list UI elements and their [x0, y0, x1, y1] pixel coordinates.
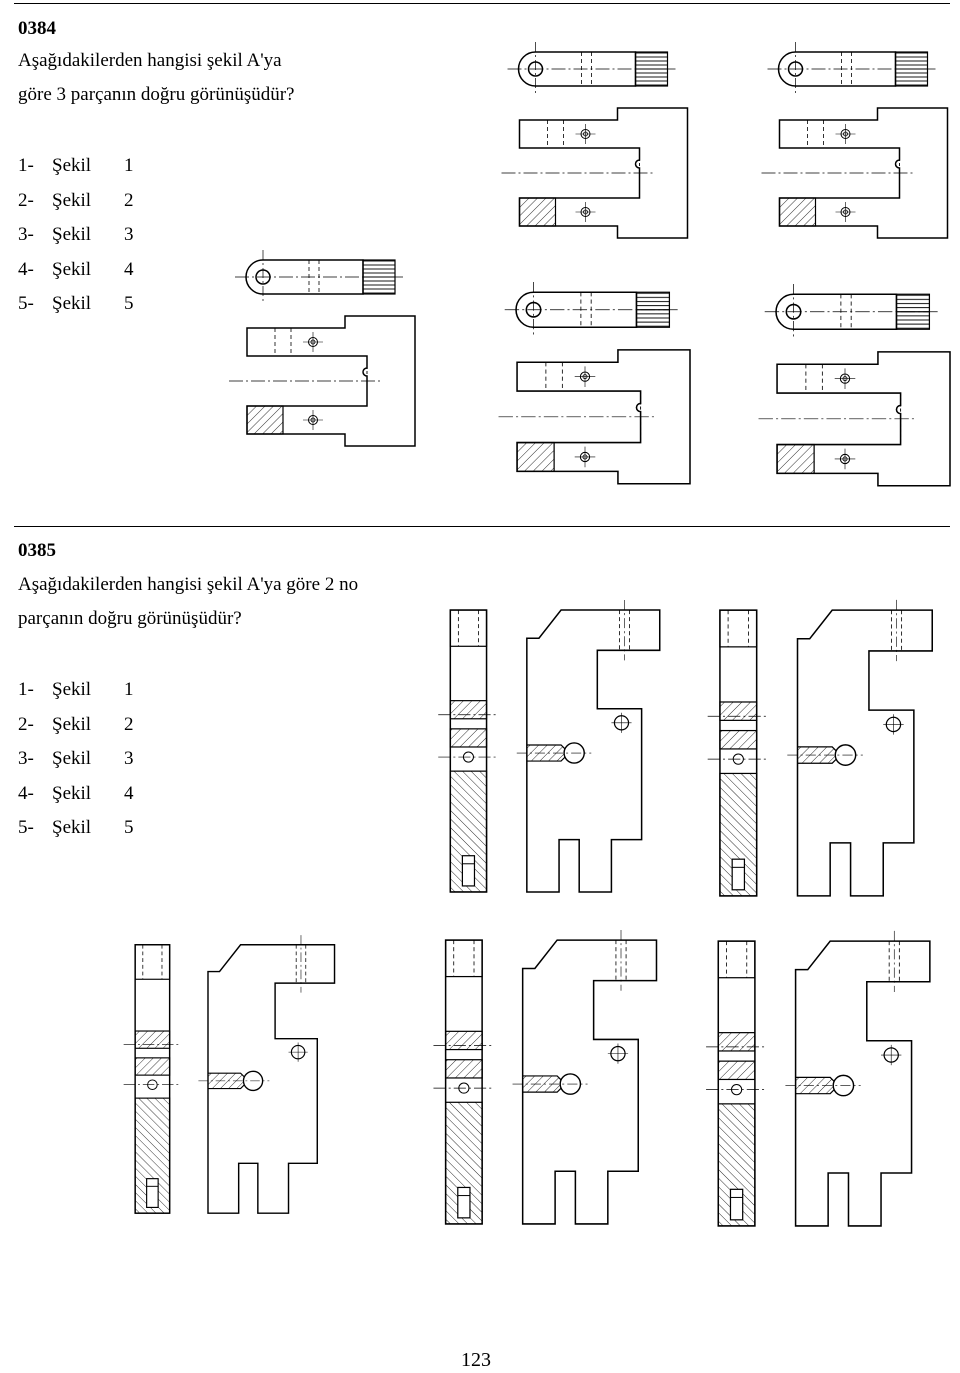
option-number: 3-: [18, 748, 34, 769]
answer-option[interactable]: 5- Şekil 5: [18, 811, 134, 846]
option-value: 5: [124, 817, 134, 838]
answer-option[interactable]: 1- Şekil 1: [18, 149, 134, 184]
page-number: 123: [461, 1349, 491, 1371]
option-number: 1-: [18, 679, 34, 700]
question-number: 0384: [18, 18, 56, 39]
answer-option[interactable]: 2- Şekil 2: [18, 708, 134, 743]
answer-option[interactable]: 2- Şekil 2: [18, 184, 134, 219]
figure-option: [706, 599, 934, 897]
option-word: Şekil: [52, 817, 92, 838]
option-number: 3-: [18, 224, 34, 245]
option-value: 3: [124, 748, 134, 769]
answer-options: 1- Şekil 1 2- Şekil 2 3- Şekil 3 4- Şekil 4 5- Şe…: [18, 673, 134, 846]
figure-option: [497, 281, 691, 485]
option-word: Şekil: [52, 189, 92, 211]
option-value: 3: [124, 224, 134, 245]
question-text-line: Aşağıdakilerden hangisi şekil A'ya göre …: [18, 574, 359, 595]
question-text: Aşağıdakilerden hangisi şekil A'ya göre …: [18, 44, 358, 112]
answer-options: 1- Şekil 1 2- Şekil 2 3- Şekil 3 4- Şekil 4 5- Şe…: [18, 149, 134, 322]
option-value: 2: [124, 713, 134, 735]
figure-option: [500, 41, 689, 239]
option-value: 1: [124, 679, 134, 700]
figure-option: [432, 929, 658, 1225]
option-value: 5: [124, 293, 134, 314]
question-number: 0385: [18, 540, 56, 561]
answer-option[interactable]: 4- Şekil 4: [18, 777, 134, 812]
question-text: Aşağıdakilerden hangisi şekil A'ya göre …: [18, 568, 438, 636]
option-value: 1: [124, 155, 134, 176]
option-number: 2-: [18, 189, 34, 211]
figure-reference: [228, 249, 416, 447]
question-text-line: parçanın doğru görünüşüdür?: [18, 608, 242, 629]
option-word: Şekil: [52, 679, 92, 700]
option-word: Şekil: [52, 782, 92, 804]
option-number: 4-: [18, 258, 34, 280]
option-number: 5-: [18, 817, 34, 838]
option-word: Şekil: [52, 293, 92, 314]
option-word: Şekil: [52, 713, 92, 735]
figure-reference: [122, 934, 336, 1214]
answer-option[interactable]: 3- Şekil 3: [18, 742, 134, 777]
option-number: 1-: [18, 155, 34, 176]
figure-option: [437, 599, 661, 893]
option-value: 2: [124, 189, 134, 211]
figure-option: [760, 41, 949, 239]
question-text-line: Aşağıdakilerden hangisi şekil A'ya: [18, 50, 282, 71]
figure-option: [705, 930, 931, 1227]
answer-option[interactable]: 3- Şekil 3: [18, 218, 134, 253]
top-rule: [14, 3, 950, 4]
option-word: Şekil: [52, 224, 92, 245]
answer-option[interactable]: 4- Şekil 4: [18, 253, 134, 288]
option-word: Şekil: [52, 748, 92, 769]
option-number: 5-: [18, 293, 34, 314]
answer-option[interactable]: 1- Şekil 1: [18, 673, 134, 708]
option-word: Şekil: [52, 258, 92, 280]
option-number: 4-: [18, 782, 34, 804]
option-word: Şekil: [52, 155, 92, 176]
answer-option[interactable]: 5- Şekil 5: [18, 287, 134, 322]
option-value: 4: [124, 782, 134, 804]
section-rule: [14, 526, 950, 527]
option-number: 2-: [18, 713, 34, 735]
question-text-line: göre 3 parçanın doğru görünüşüdür?: [18, 84, 295, 105]
option-value: 4: [124, 258, 134, 280]
figure-option: [757, 283, 951, 487]
